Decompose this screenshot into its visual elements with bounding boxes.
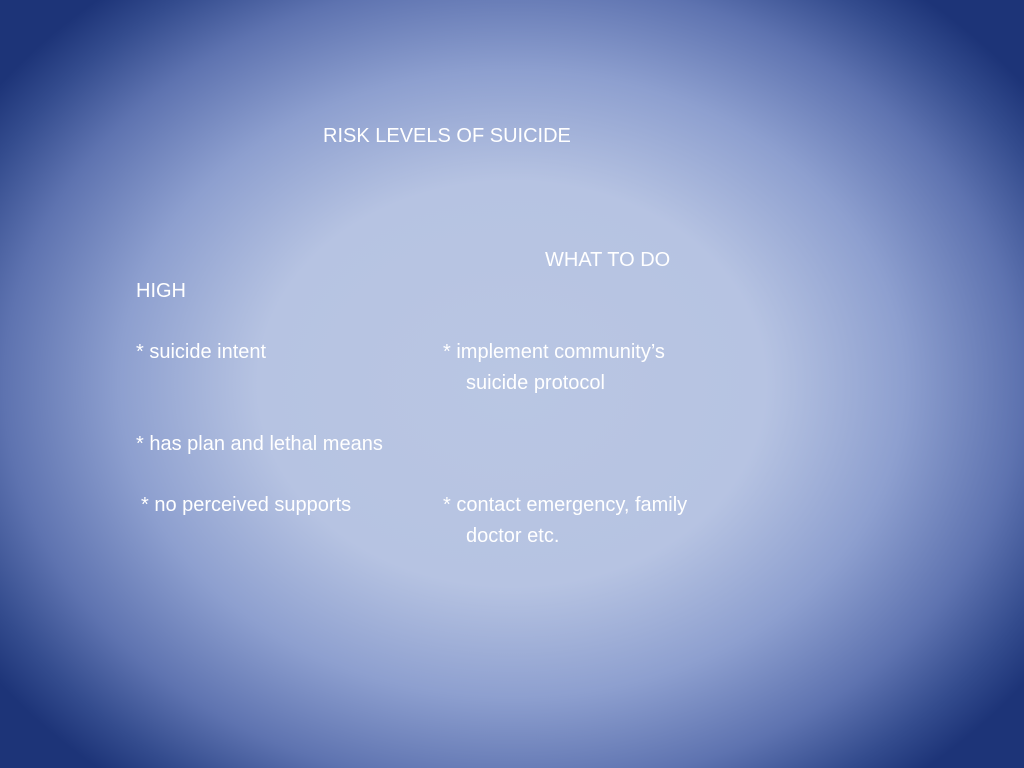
criterion-item: * suicide intent <box>136 341 267 363</box>
action-item-line: * contact emergency, family <box>443 494 688 516</box>
slide-title: RISK LEVELS OF SUICIDE <box>323 125 571 147</box>
action-item-continuation: doctor etc. <box>466 525 560 547</box>
action-item-line: * implement community’s <box>443 341 665 363</box>
criterion-item: * has plan and lethal means <box>136 433 383 455</box>
action-column-header: WHAT TO DO <box>545 249 671 271</box>
criterion-item: * no perceived supports <box>141 494 352 516</box>
risk-level-label: HIGH <box>136 280 186 302</box>
action-item-continuation: suicide protocol <box>466 372 605 394</box>
